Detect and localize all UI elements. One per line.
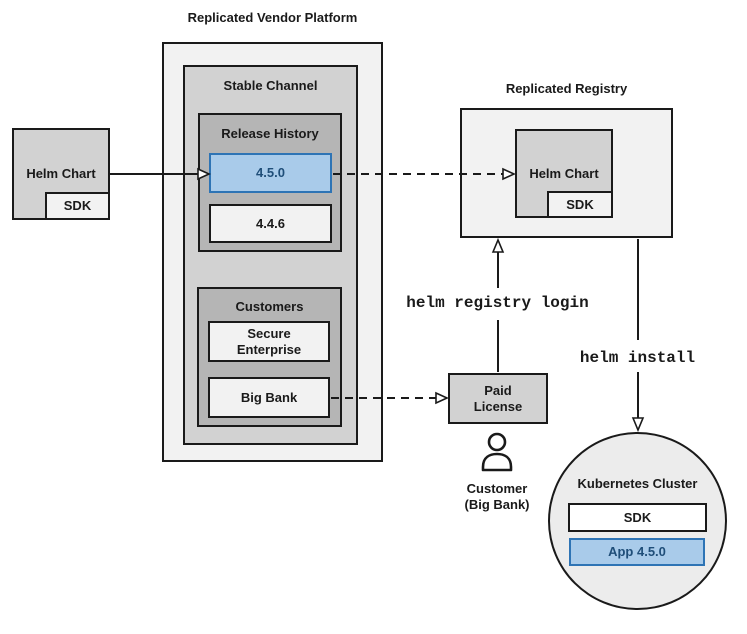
cluster-sdk-box: SDK xyxy=(568,503,707,532)
helm-install-command: helm install xyxy=(579,349,696,367)
release-history-label: Release History xyxy=(221,126,319,141)
registry-helm-chart-label: Helm Chart xyxy=(529,165,599,181)
arrowhead-paid-license xyxy=(435,391,449,405)
helm-chart-source-box: Helm Chart SDK xyxy=(12,128,110,220)
customer-big-bank-box: Big Bank xyxy=(208,377,330,418)
arrowhead-cluster-top xyxy=(631,417,645,433)
registry-box: Helm Chart SDK xyxy=(460,108,673,238)
release-history-box: Release History 4.5.0 4.4.6 xyxy=(198,113,342,252)
registry-helm-chart-box: Helm Chart SDK xyxy=(515,129,613,218)
paid-license-box: Paid License xyxy=(448,373,548,424)
helm-chart-source-sdk-box: SDK xyxy=(45,192,110,220)
vendor-platform-box: Stable Channel Release History 4.5.0 4.4… xyxy=(162,42,383,462)
stable-channel-box: Stable Channel Release History 4.5.0 4.4… xyxy=(183,65,358,445)
kubernetes-cluster-label: Kubernetes Cluster xyxy=(577,476,698,491)
arrowhead-registry-bottom xyxy=(491,237,505,253)
kubernetes-cluster-circle: Kubernetes Cluster SDK App 4.5.0 xyxy=(548,432,727,610)
customer-secure-enterprise-box: Secure Enterprise xyxy=(208,321,330,362)
helm-chart-source-label: Helm Chart xyxy=(26,166,96,181)
vendor-platform-title: Replicated Vendor Platform xyxy=(187,10,358,25)
release-version-4-5-0: 4.5.0 xyxy=(209,153,332,193)
registry-title: Replicated Registry xyxy=(505,81,628,96)
customers-label: Customers xyxy=(235,299,304,314)
helm-registry-login-command: helm registry login xyxy=(406,294,589,312)
release-version-4-4-6: 4.4.6 xyxy=(209,204,332,243)
stable-channel-label: Stable Channel xyxy=(223,78,318,93)
customers-box: Customers Secure Enterprise Big Bank xyxy=(197,287,342,427)
cluster-app-box: App 4.5.0 xyxy=(569,538,705,566)
person-icon xyxy=(481,432,513,472)
registry-helm-chart-sdk-box: SDK xyxy=(547,191,613,218)
customer-actor-label: Customer (Big Bank) xyxy=(464,481,530,512)
